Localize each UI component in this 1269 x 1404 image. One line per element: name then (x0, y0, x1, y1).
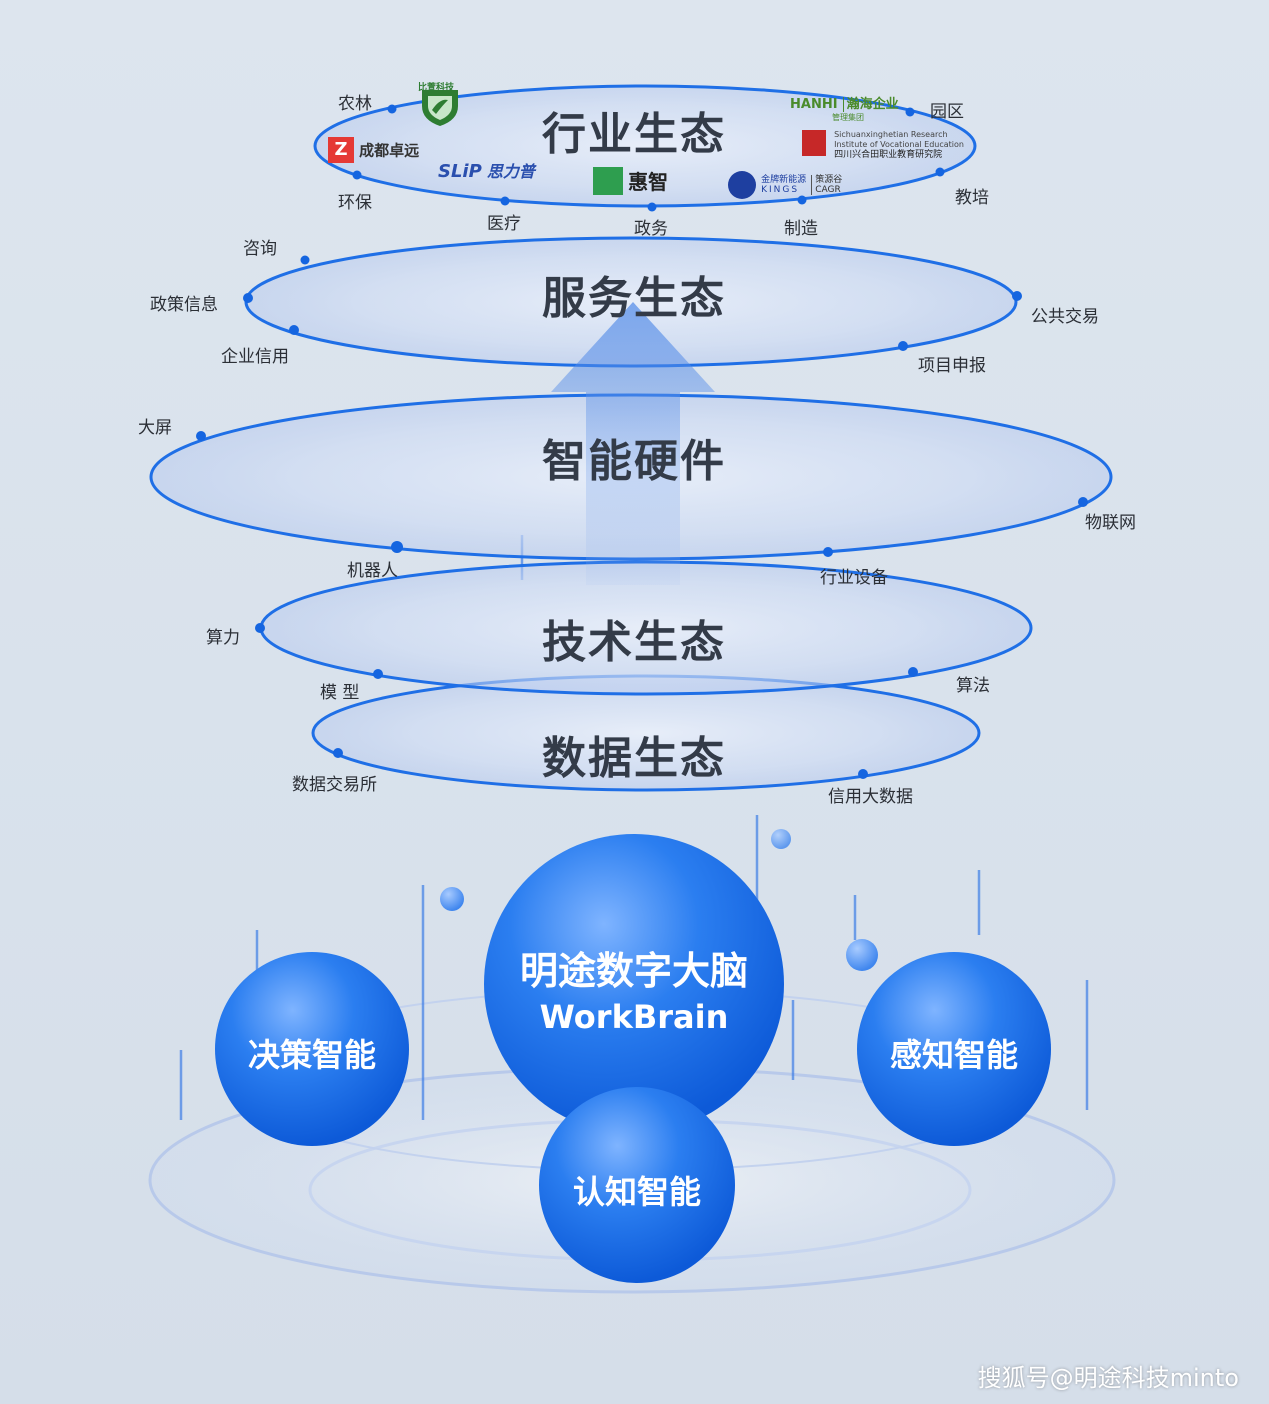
service-label: 企业信用 (221, 347, 289, 367)
main-brain-subtitle: WorkBrain (539, 998, 729, 1036)
tech-label: 算力 (206, 628, 240, 648)
upward-arrow (551, 302, 715, 585)
industry-label: 农林 (338, 94, 372, 114)
service-layer-title: 服务生态 (542, 273, 726, 324)
hardware-layer-title: 智能硬件 (542, 436, 726, 487)
hardware-label: 大屏 (138, 418, 172, 438)
data-layer-title: 数据生态 (542, 733, 726, 784)
perception-intelligence-label: 感知智能 (889, 1036, 1018, 1074)
kings-globe-icon (728, 171, 756, 199)
data-label: 数据交易所 (292, 775, 377, 795)
shield-icon (422, 90, 458, 126)
decision-sphere (215, 952, 409, 1146)
chengdu-zhuoyuan-logo: Z 成都卓远 (328, 137, 419, 163)
floating-ball (846, 939, 878, 971)
cognition-sphere (539, 1087, 735, 1283)
kings-cagr-logo: 金牌新能源 KINGS 策源谷 CAGR (728, 171, 842, 199)
seal-icon (802, 130, 826, 156)
decision-intelligence-label: 决策智能 (247, 1036, 376, 1074)
ring-dots (196, 104, 1088, 779)
service-label: 政策信息 (150, 295, 218, 315)
industry-label: 环保 (338, 193, 372, 213)
service-label: 咨询 (243, 239, 277, 259)
floating-ball (771, 829, 791, 849)
main-brain-title: 明途数字大脑 (519, 949, 748, 993)
data-label: 信用大数据 (828, 787, 913, 807)
industry-label: 园区 (930, 102, 964, 122)
huizhi-mark-icon (593, 166, 623, 195)
industry-label: 教培 (955, 188, 989, 208)
tech-label: 模 型 (320, 683, 360, 703)
main-brain-sphere (484, 834, 784, 1134)
floating-ball (440, 887, 464, 911)
bixuan-logo: 比萱科技 (418, 82, 462, 132)
huizhi-logo: 惠智 (593, 166, 668, 195)
service-label: 项目申报 (918, 356, 986, 376)
industry-label: 医疗 (487, 214, 521, 234)
cognition-intelligence-label: 认知智能 (572, 1173, 701, 1211)
tech-label: 算法 (956, 676, 990, 696)
hardware-label: 行业设备 (820, 568, 888, 588)
tech-layer-title: 技术生态 (542, 617, 726, 668)
industry-layer-disc (313, 84, 977, 208)
hardware-label: 物联网 (1085, 513, 1136, 533)
industry-label: 制造 (784, 219, 818, 239)
slip-logo: SLiP 思力普 (438, 161, 535, 182)
industry-label: 政务 (634, 219, 668, 239)
industry-layer-title: 行业生态 (542, 109, 726, 160)
hardware-label: 机器人 (347, 561, 398, 581)
watermark: 搜狐号@明途科技minto (977, 1364, 1239, 1392)
sichuan-institute-logo: Sichuanxinghetian Research Institute of … (802, 130, 964, 160)
service-label: 公共交易 (1031, 307, 1099, 327)
hanhi-logo: HANHI 瀚海企业 管理集团 (790, 97, 899, 122)
zhuoyuan-z-icon: Z (328, 137, 354, 163)
perception-sphere (857, 952, 1051, 1146)
